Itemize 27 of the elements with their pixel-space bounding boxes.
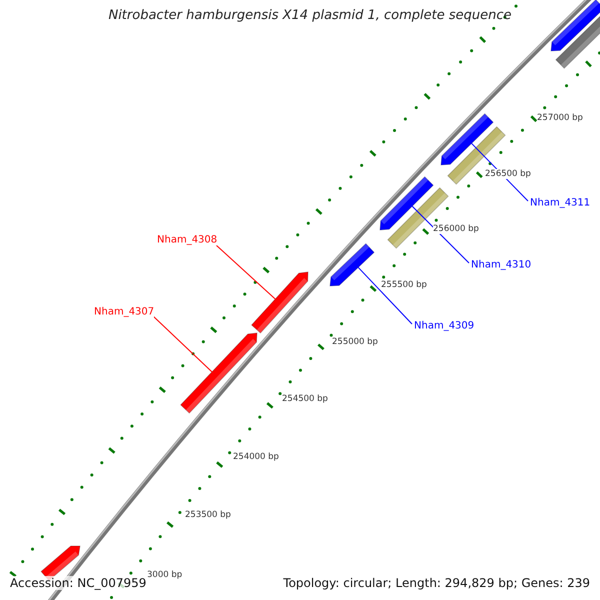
position-label: 3000 bp <box>147 570 182 580</box>
position-label: 254000 bp <box>233 452 279 462</box>
gene-label: Nham_4309 <box>414 320 474 332</box>
gene-feature <box>330 243 375 286</box>
leader-line <box>216 244 276 300</box>
gene-feature <box>380 176 434 230</box>
position-label: 257000 bp <box>537 113 583 123</box>
accession-label: Accession: NC_007959 <box>8 576 148 590</box>
gene-feature <box>180 332 258 414</box>
gene-label: Nham_4311 <box>530 198 590 208</box>
gene-label: Nham_4310 <box>471 260 532 270</box>
leader-line <box>412 206 470 264</box>
position-label: 256500 bp <box>485 169 531 179</box>
gene-feature <box>251 272 308 334</box>
title: Nitrobacter hamburgensis X14 plasmid 1, complete sequence <box>107 8 513 23</box>
sequence-info: Topology: circular; Length: 294,829 bp; Genes: 239 <box>281 576 592 590</box>
gene-label: Nham_4307 <box>94 306 154 318</box>
position-label: 255000 bp <box>332 337 378 347</box>
position-label: 253500 bp <box>185 510 231 520</box>
gene-label: Nham_4308 <box>157 234 218 246</box>
gene-feature <box>550 0 600 52</box>
position-label: 255500 bp <box>381 280 427 290</box>
gene-feature <box>440 113 494 166</box>
position-label: 254500 bp <box>282 394 328 404</box>
leader-line <box>358 266 412 324</box>
leader-line <box>152 316 212 372</box>
position-label: 256000 bp <box>433 224 479 234</box>
